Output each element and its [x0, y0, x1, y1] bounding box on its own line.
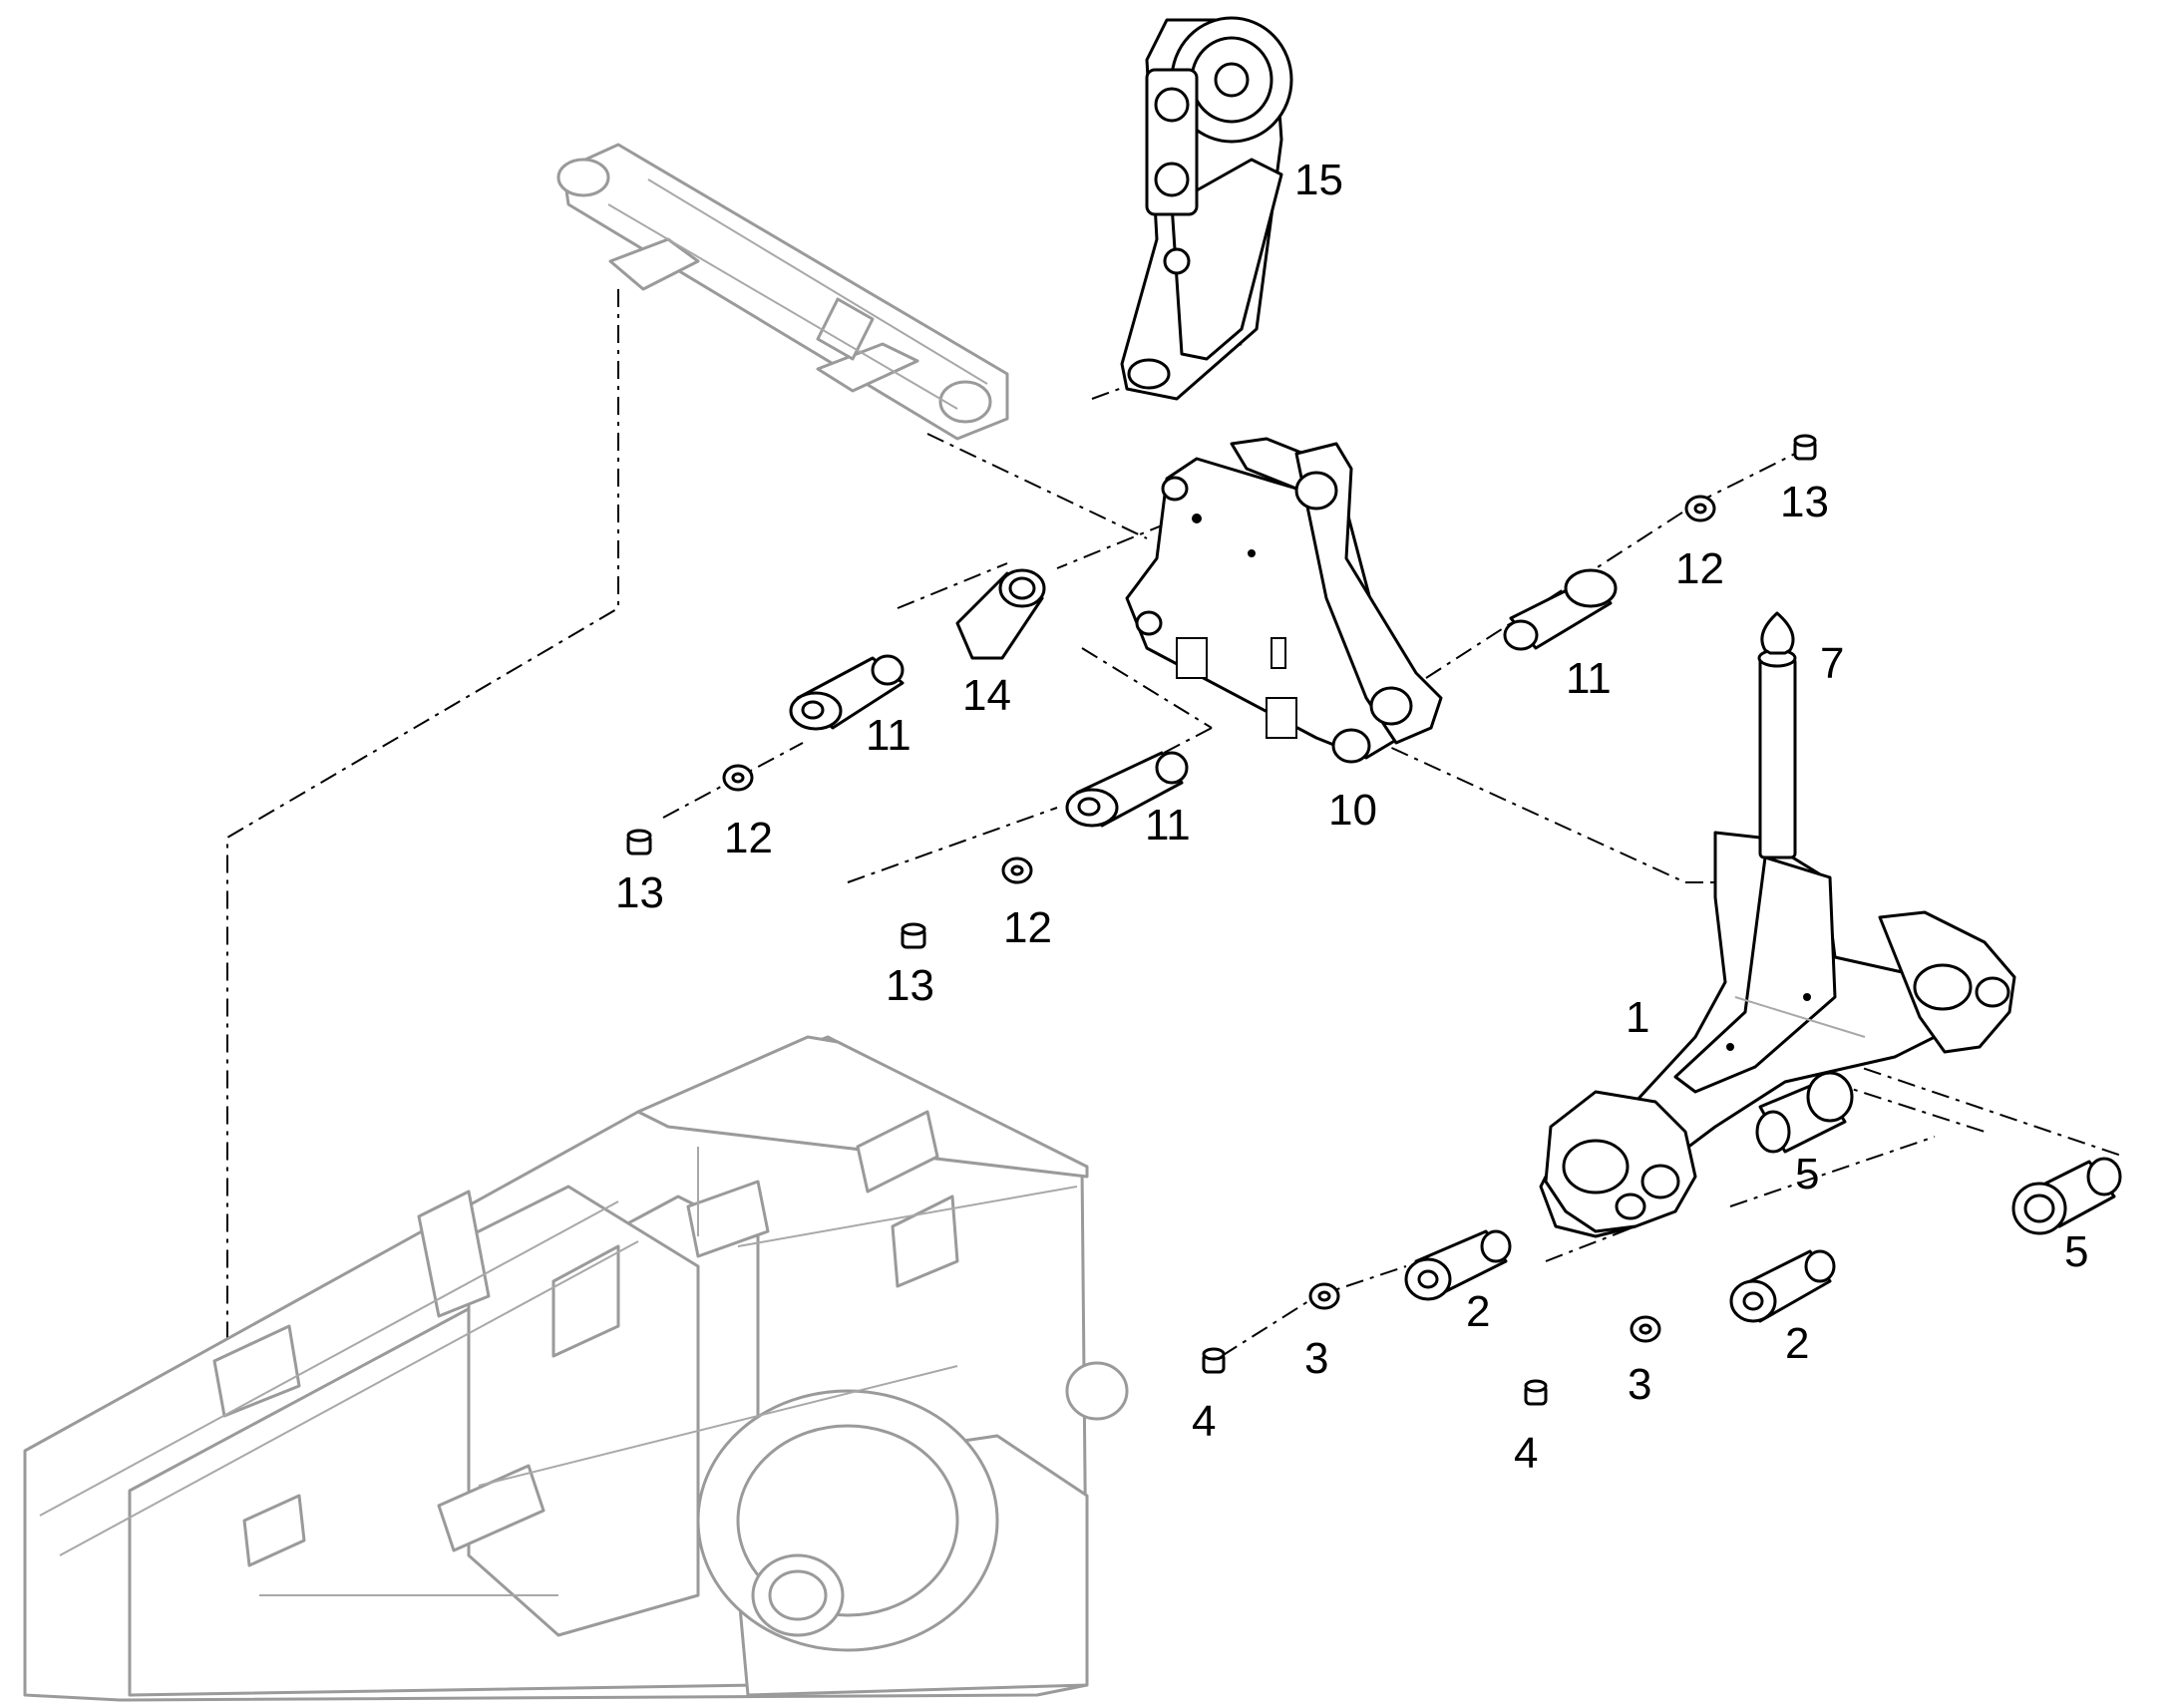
callout-2-right: 2: [1785, 1319, 1809, 1368]
callout-12-left: 12: [724, 814, 773, 862]
callout-12-right: 12: [1675, 544, 1724, 593]
part-3-washer-a: [1308, 1282, 1340, 1310]
part-13-bolt-b: [901, 922, 926, 949]
callout-13-right: 13: [1780, 478, 1829, 526]
part-3-washer-b: [1630, 1315, 1661, 1343]
part-13-bolt-c: [1793, 434, 1817, 461]
callout-1: 1: [1626, 993, 1649, 1042]
part-12-washer-c: [1684, 495, 1716, 522]
callout-5-lower: 5: [2064, 1227, 2088, 1276]
callout-10: 10: [1328, 786, 1377, 835]
callout-11-middle: 11: [1145, 801, 1191, 850]
part-10-bracket: [1125, 437, 1443, 764]
part-12-washer-b: [1001, 856, 1033, 884]
callout-7: 7: [1820, 639, 1844, 688]
callout-13-middle: 13: [886, 961, 934, 1010]
callout-12-middle: 12: [1003, 903, 1052, 952]
part-5-pin-a: [1755, 1071, 1854, 1154]
part-4-bolt-b: [1524, 1379, 1548, 1406]
callout-5-upper: 5: [1795, 1150, 1819, 1198]
part-14-bushing: [955, 568, 1046, 660]
part-15-pulley-assembly: [1120, 16, 1293, 401]
part-5-pin-b: [2011, 1157, 2122, 1235]
part-7-cap: [1760, 611, 1795, 655]
callout-labels: 15 13 12 7 11 14 11 10 12 11 13 12 13 1 …: [615, 156, 2088, 1478]
part-2-pin-a: [1404, 1229, 1512, 1301]
callout-2-left: 2: [1466, 1287, 1490, 1336]
part-11-pin-c: [1503, 568, 1618, 651]
callout-4-left: 4: [1192, 1397, 1216, 1446]
part-11-pin-a: [789, 654, 905, 731]
machine-frame: [23, 1035, 1129, 1702]
callout-3-left: 3: [1304, 1334, 1328, 1383]
part-4-bolt-a: [1202, 1347, 1226, 1374]
callout-14: 14: [962, 671, 1011, 720]
callout-13-left: 13: [615, 868, 664, 917]
callout-15: 15: [1294, 156, 1343, 204]
crossbeam: [556, 143, 1009, 441]
callout-4-right: 4: [1514, 1429, 1538, 1478]
part-1-main-frame: [1539, 648, 2016, 1238]
part-13-bolt-a: [626, 829, 652, 855]
callout-3-right: 3: [1628, 1360, 1651, 1409]
part-11-pin-b: [1065, 751, 1189, 828]
part-12-washer-a: [722, 764, 754, 792]
part-2-pin-b: [1729, 1249, 1836, 1323]
callout-11-left: 11: [866, 711, 911, 760]
callout-11-right: 11: [1566, 654, 1612, 703]
